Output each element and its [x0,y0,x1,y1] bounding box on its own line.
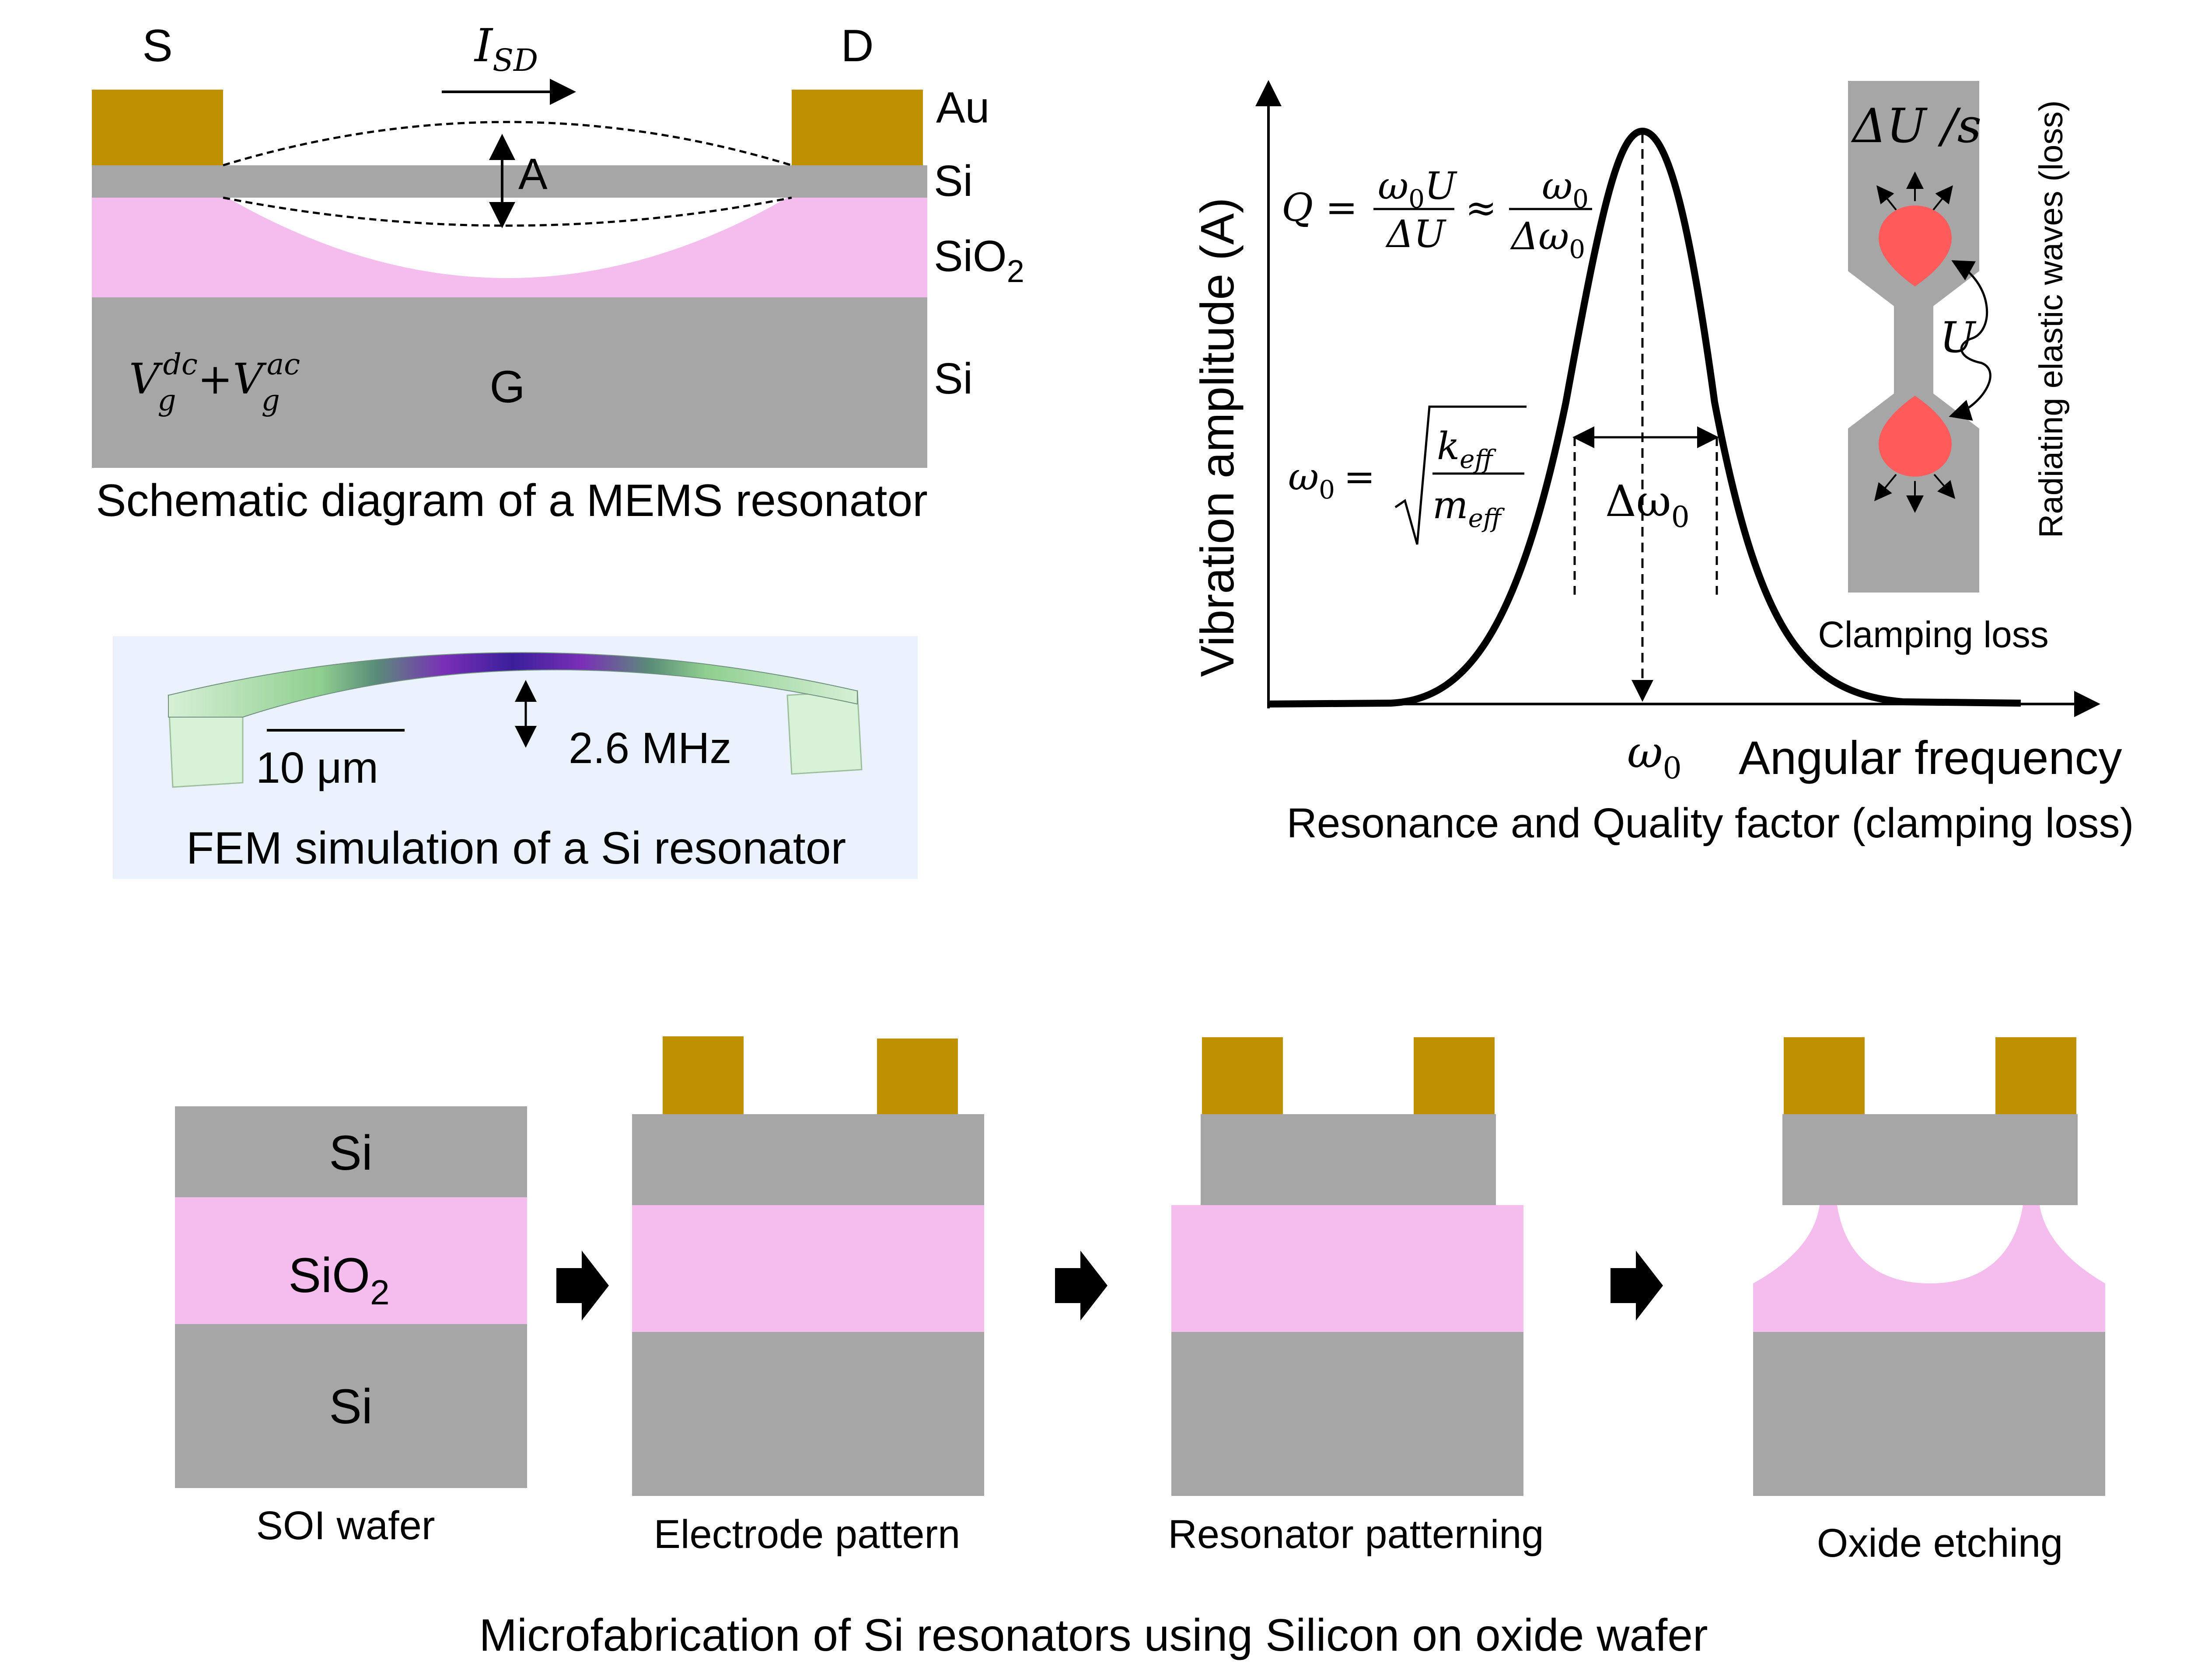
soi-sio2-label: SiO2 [288,1248,389,1312]
soi-bottom-si [175,1324,527,1488]
resonance-plot: Vibration amplitude (A) Angular frequenc… [1191,80,2134,847]
inset-energy-loss-label: ΔU /s [1851,99,1981,153]
etched-right-pad [1995,1037,2076,1114]
inset-lower-arrow-right [1933,474,1956,499]
resonator-bottom-si [1171,1332,1523,1496]
electrode-left-pad [663,1036,744,1114]
fem-right-anchor [786,690,863,775]
inset-energy-arrow [1949,260,1991,421]
omega0-equation: ω0= keff meff [1288,405,1527,545]
fab-step-resonator-patterning: Resonator patterning [1168,1037,1544,1557]
au-layer-label: Au [936,83,989,132]
process-arrow-2 [1055,1251,1107,1321]
electrode-sio2 [632,1205,984,1332]
fab-step-soi-wafer: Si SiO2 Si SOI wafer [175,1106,527,1548]
mems-caption: Schematic diagram of a MEMS resonator [96,475,928,526]
x-axis-label: Angular frequency [1739,731,2122,784]
gate-label: G [490,362,525,412]
etched-left-pad [1784,1037,1865,1114]
gate-voltage-label: Vgdc+Vgac [129,348,300,417]
inset-side-label: Radiating elastic waves (loss) [2033,100,2070,538]
bottom-si-layer [92,297,927,468]
source-electrode [92,90,223,165]
fabrication-caption: Microfabrication of Si resonators using … [479,1610,1708,1661]
y-axis-label: Vibration amplitude (A) [1191,198,1244,677]
current-label: ISD [474,19,538,78]
q-factor-equation: Q = ω0U ΔU ≈ ω0 Δω0 [1282,164,1592,264]
sio2-layer-label: SiO2 [934,232,1024,289]
fem-caption: FEM simulation of a Si resonator [186,823,846,874]
resonance-curve [1268,128,2021,708]
si-bottom-layer-label: Si [934,354,973,403]
etched-top-si [1782,1114,2078,1205]
fem-frequency-label: 2.6 MHz [569,724,731,773]
q-eq-num2: ω0 [1542,164,1589,214]
inset-upper-arrow-left [1876,185,1897,211]
electrode-bottom-si [632,1332,984,1496]
resonator-right-pad [1414,1037,1495,1114]
w-eq-sqrt [1394,405,1527,545]
fab-step-label-2: Electrode pattern [654,1512,961,1557]
x-axis-tick-omega0: ω0 [1627,727,1682,786]
clamping-loss-inset: ΔU /s U Radiating elastic waves (loss) C… [1818,81,2070,655]
mems-schematic: S D ISD A Au Si SiO2 Si G Vgdc+Vgac Sche… [92,19,1024,526]
fab-step-label-3: Resonator patterning [1168,1512,1544,1557]
resonator-left-pad [1202,1037,1283,1114]
fab-step-label-1: SOI wafer [256,1503,435,1548]
soi-top-si-label: Si [329,1126,373,1180]
fem-deformed-beam [168,652,858,718]
process-arrow-3 [1611,1251,1663,1321]
resonator-top-si [1201,1114,1496,1205]
q-eq-den1: ΔU [1385,213,1446,256]
width-label: Δω0 [1605,477,1690,534]
current-label-sub: SD [493,42,538,78]
inset-upper-arrow-right [1932,185,1953,211]
process-arrow-1 [556,1251,609,1321]
fem-panel: 10 μm 2.6 MHz FEM simulation of a Si res… [113,636,918,879]
amplitude-label: A [518,150,548,199]
q-eq-lhs: Q = [1282,185,1358,230]
inset-resonator-shape [1848,81,1979,593]
resonator-sio2 [1171,1205,1523,1332]
electrode-top-si [632,1114,984,1205]
fab-step-oxide-etching: Oxide etching [1753,1037,2105,1565]
inset-lower-arrow-left [1874,474,1897,502]
fab-step-label-4: Oxide etching [1817,1521,2063,1565]
si-top-layer-label: Si [934,157,973,206]
source-label: S [142,21,172,71]
w-eq-den: meff [1432,484,1505,533]
q-eq-den2: Δω0 [1510,215,1585,264]
microfabrication-steps: Si SiO2 Si SOI wafer Electrode pattern R [175,1036,2105,1661]
soi-bottom-si-label: Si [329,1379,373,1434]
drain-electrode [792,90,923,165]
w-eq-num: keff [1437,425,1496,474]
inset-caption: Clamping loss [1818,614,2049,655]
etched-sio2 [1753,1205,2105,1332]
soi-top-si [175,1106,527,1197]
fem-scale-label: 10 μm [256,743,378,792]
soi-sio2 [175,1197,527,1324]
w-eq-lhs: ω0= [1288,455,1375,505]
resonance-caption: Resonance and Quality factor (clamping l… [1287,800,2134,847]
beam-upper-deflection [223,121,792,167]
drain-label: D [841,21,873,71]
electrode-right-pad [877,1039,958,1114]
fab-step-electrode-pattern: Electrode pattern [632,1036,984,1557]
inset-lower-lobe [1879,396,1952,477]
q-eq-num1: ω0U [1378,164,1457,214]
q-eq-approx: ≈ [1465,186,1497,230]
top-si-beam [92,165,927,198]
inset-energy-label: U [1940,313,1977,362]
inset-upper-lobe [1879,206,1952,286]
etched-bottom-si [1753,1332,2105,1496]
